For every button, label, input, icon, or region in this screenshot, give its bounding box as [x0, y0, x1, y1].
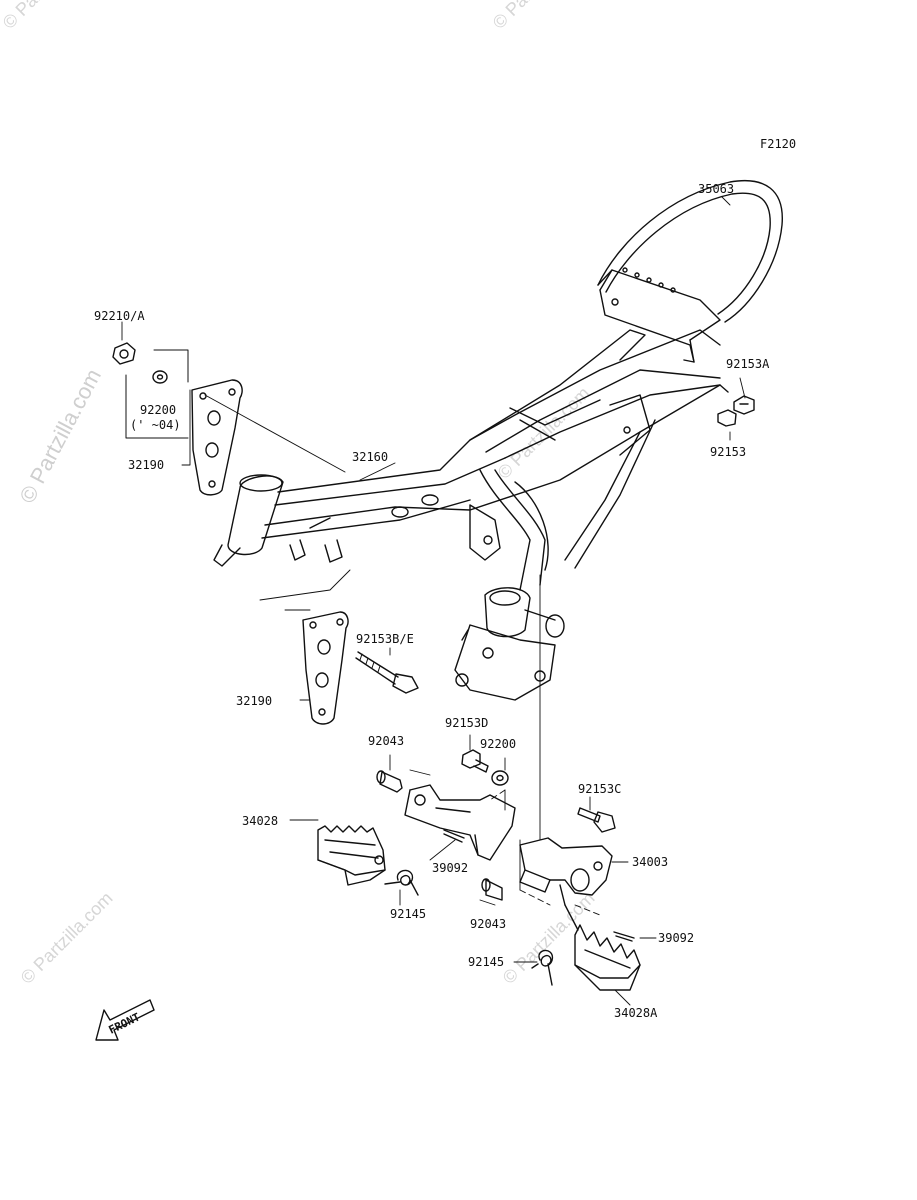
frame-32160 [213, 329, 729, 701]
bolt-92153a [733, 395, 755, 415]
nut-92210a [112, 342, 136, 365]
label-39092-left: 39092 [432, 861, 468, 875]
front-label: FRONT [107, 1010, 143, 1036]
figure-code: F2120 [760, 137, 796, 151]
spring-92145-left [384, 869, 419, 896]
engine-plate-32190-bottom [302, 611, 349, 725]
watermark-left: © Partzilla.com [14, 365, 106, 508]
leader-lines [121, 196, 746, 1006]
label-92153: 92153 [710, 445, 746, 459]
label-34003: 34003 [632, 855, 668, 869]
label-92200-mid: 92200 [480, 737, 516, 751]
label-39092-right: 39092 [658, 931, 694, 945]
label-35063: 35063 [698, 182, 734, 196]
label-92200-top: 92200 [140, 403, 176, 417]
pin-92043-bottom [481, 878, 503, 901]
bolt-92153d [461, 749, 489, 773]
bolt-92153 [717, 409, 737, 427]
watermark-top-left: © Partzilla.com [0, 0, 99, 33]
spring-92145-right [531, 949, 554, 986]
label-34028a: 34028A [614, 1006, 658, 1020]
cotter-pin-39092-right [613, 931, 635, 942]
label-32190-top: 32190 [128, 458, 164, 472]
watermark-lower-left: © Partzilla.com [17, 888, 117, 988]
label-92200-note: (' ~04) [130, 418, 181, 432]
footpeg-bracket-34003 [519, 837, 613, 906]
label-32160: 32160 [352, 450, 388, 464]
label-92210a: 92210/A [94, 309, 145, 323]
cotter-pin-39092-left [443, 829, 465, 843]
label-92153be: 92153B/E [356, 632, 414, 646]
label-92043-bottom: 92043 [470, 917, 506, 931]
front-arrow-icon [95, 999, 155, 1041]
label-92153d: 92153D [445, 716, 488, 730]
footpeg-bracket-left [404, 784, 516, 861]
bolt-92153be [355, 651, 419, 694]
watermark-top-center: © Partzilla.com [489, 0, 589, 33]
label-92153a: 92153A [726, 357, 770, 371]
washer-92200-top [152, 370, 168, 384]
engine-plate-32190-top [191, 379, 243, 496]
label-32190-bottom: 32190 [236, 694, 272, 708]
label-34028: 34028 [242, 814, 278, 828]
label-92145-left: 92145 [390, 907, 426, 921]
label-92153c: 92153C [578, 782, 621, 796]
washer-92200-mid [491, 770, 509, 786]
label-92043-top: 92043 [368, 734, 404, 748]
watermarks: © Partzilla.com © Partzilla.com © Partzi… [0, 0, 599, 988]
guide-lines [489, 789, 601, 916]
footpeg-34028 [317, 825, 386, 886]
label-92145-right: 92145 [468, 955, 504, 969]
pin-92043-top [376, 770, 403, 793]
bolt-92153c [577, 807, 616, 833]
part-labels: 35063 92210/A 92200 (' ~04) 92153A 92153… [94, 182, 770, 1020]
grab-handle-35063 [597, 180, 783, 363]
